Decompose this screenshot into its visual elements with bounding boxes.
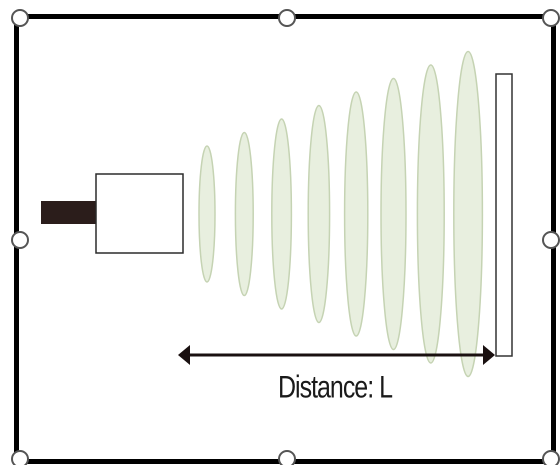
handle-top-right-icon[interactable]: [542, 9, 560, 27]
wave-front: [380, 77, 407, 351]
wave-front: [234, 131, 254, 297]
handle-top-center-icon[interactable]: [278, 9, 296, 27]
arrow-head-right-icon: [483, 345, 495, 365]
distance-arrow: [178, 345, 495, 365]
selection-handles[interactable]: [11, 9, 560, 465]
wave-front: [343, 91, 369, 337]
wave-front: [198, 145, 216, 283]
handle-bottom-center-icon[interactable]: [278, 450, 296, 465]
transducer-body: [95, 173, 184, 254]
arrow-head-left-icon: [178, 345, 190, 365]
handle-middle-right-icon[interactable]: [542, 231, 560, 249]
handle-top-left-icon[interactable]: [11, 9, 29, 27]
wave-front: [453, 50, 484, 378]
wave-front: [271, 118, 293, 310]
handle-bottom-left-icon[interactable]: [11, 450, 29, 465]
handle-bottom-right-icon[interactable]: [542, 450, 560, 465]
wave-fronts: [198, 50, 484, 378]
distance-label: Distance: L: [278, 369, 392, 404]
handle-middle-left-icon[interactable]: [11, 231, 29, 249]
transducer-stem: [41, 201, 97, 224]
wave-front: [307, 104, 331, 324]
reflector-plate: [495, 73, 513, 357]
wave-front: [416, 64, 445, 364]
